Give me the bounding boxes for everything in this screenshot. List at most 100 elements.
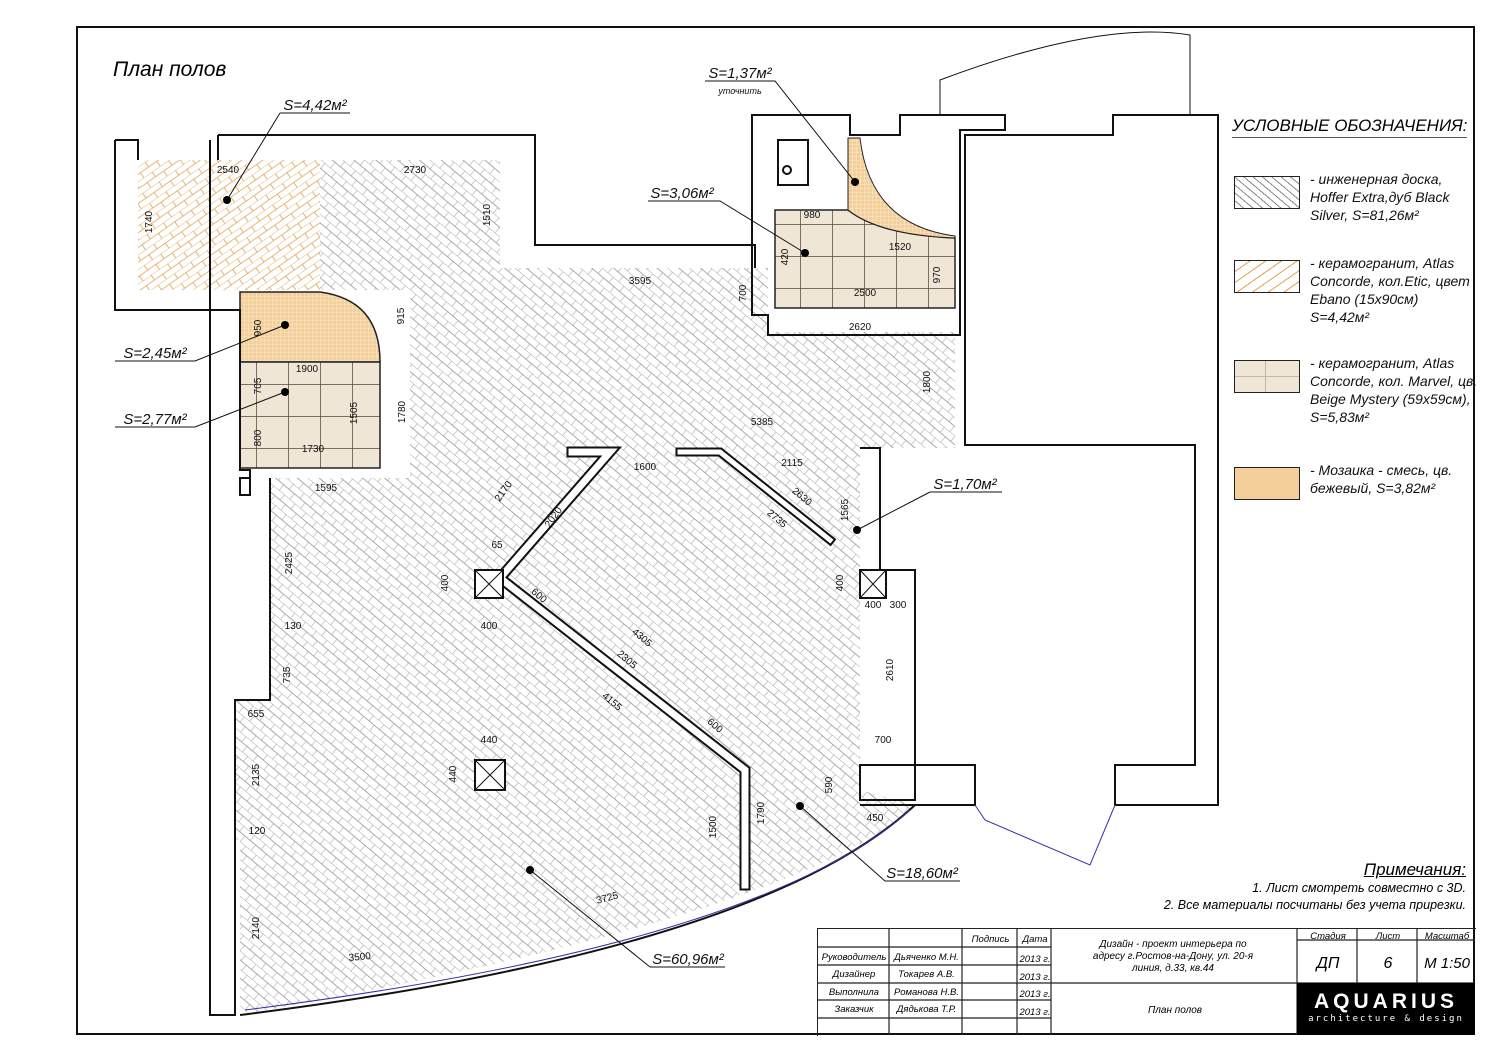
dimension-label: 2500 — [854, 288, 877, 299]
notes: Примечания: 1. Лист смотреть совместно с… — [1164, 860, 1466, 914]
dimension-label: 2115 — [781, 458, 803, 469]
leader-line — [529, 869, 725, 968]
dimension-label: 705 — [253, 377, 264, 394]
area-callout: S=3,06м² — [648, 185, 809, 257]
dimension-label: 2540 — [217, 165, 240, 176]
dimension-label: 1730 — [302, 444, 325, 455]
legend-text: - керамогранит, Atlas Concorde, кол. Mar… — [1310, 355, 1478, 425]
mosaic-floor-bathroom — [847, 137, 956, 239]
leader-dot — [796, 802, 804, 810]
dimension-label: 2610 — [885, 658, 896, 681]
leader-dot — [281, 388, 289, 396]
note-line: 2. Все материалы посчитаны без учета при… — [1163, 898, 1466, 912]
dimension-label: 1595 — [315, 483, 338, 494]
dimension-label: 2620 — [849, 322, 872, 333]
name: Дьяченко М.Н. — [894, 952, 959, 963]
dimension-label: 1740 — [144, 210, 155, 233]
leader-dot — [853, 526, 861, 534]
dimension-label: 1510 — [482, 203, 493, 226]
leader-line — [799, 805, 960, 882]
name: Романова Н.В. — [894, 987, 959, 998]
leader-line — [115, 324, 286, 362]
dimension-label: 1800 — [922, 370, 933, 393]
dimension-label: 400 — [865, 600, 882, 611]
area-callout: S=2,45м² — [115, 321, 289, 362]
date: 2013 г. — [1019, 972, 1051, 983]
scale-label: Масштаб — [1424, 931, 1470, 942]
dimension-label: 1900 — [296, 364, 319, 375]
title-block-grid — [816, 927, 1475, 1035]
note-line: 1. Лист смотреть совместно с 3D. — [1252, 881, 1466, 895]
area-label: S=3,06м² — [650, 185, 714, 202]
dimension-label: 1780 — [397, 400, 408, 423]
legend-text: - инженерная доска, Hoffer Extra,дуб Bla… — [1310, 171, 1450, 223]
dimension-label: 65 — [491, 540, 503, 551]
legend-text: - Мозаика - смесь, цв. бежевый, S=3,82м² — [1310, 462, 1453, 496]
area-label: S=2,45м² — [123, 345, 187, 362]
date: 2013 г. — [1019, 1007, 1051, 1018]
dimension-label: 440 — [448, 765, 459, 782]
dimension-label: 590 — [824, 776, 835, 793]
leader-line — [648, 200, 806, 254]
dimension-label: 700 — [738, 284, 749, 301]
dimension-label: 2730 — [404, 165, 427, 176]
area-label: S=60,96м² — [652, 951, 725, 968]
dimension-label: 1790 — [756, 801, 767, 824]
dimension-label: 655 — [248, 709, 265, 720]
leader-line — [856, 491, 1002, 531]
title-block: Подпись Дата Руководитель Дьяченко М.Н. … — [816, 927, 1476, 1036]
dimension-label: 1565 — [840, 498, 851, 521]
leader-line — [226, 112, 350, 201]
date: 2013 г. — [1019, 954, 1051, 965]
leader-line — [705, 80, 856, 183]
dimension-label: 915 — [396, 307, 407, 324]
name: Токарев А.В. — [898, 969, 955, 980]
dimension-label: 400 — [440, 574, 451, 591]
leader-dot — [851, 178, 859, 186]
sheet-label: Лист — [1375, 931, 1401, 942]
dimension-label: 450 — [867, 813, 884, 824]
name: Дядькова Т.Р. — [896, 1004, 957, 1015]
area-label: S=18,60м² — [886, 865, 959, 882]
notes-title: Примечания: — [1363, 860, 1466, 879]
ceramic-plank-floor — [138, 160, 320, 290]
dimension-label: 950 — [253, 319, 264, 336]
mosaic-swatch — [1234, 467, 1300, 500]
dimension-label: 980 — [804, 210, 821, 221]
logo-subtitle: architecture & design — [1308, 1014, 1464, 1024]
walls — [114, 31, 1219, 1016]
area-callouts: S=4,42м²S=1,37м²уточнитьS=3,06м²S=2,45м²… — [115, 65, 1002, 968]
dimension-label: 2425 — [284, 551, 295, 574]
dimension-label: 970 — [932, 266, 943, 283]
dimension-label: 1500 — [708, 815, 719, 838]
dimension-label: 300 — [890, 600, 907, 611]
area-callout: S=4,42м² — [223, 97, 350, 204]
sheet-name: План полов — [1148, 1005, 1202, 1016]
role: Дизайнер — [832, 969, 876, 980]
leader-dot — [801, 249, 809, 257]
leader-dot — [223, 196, 231, 204]
scale-value: М 1:50 — [1424, 955, 1470, 972]
parquet-floor — [235, 160, 955, 1015]
aquarius-logo: AQUARIUS architecture & design — [1297, 983, 1475, 1035]
dimension-label: 5385 — [751, 417, 774, 428]
dimension-label: 440 — [481, 735, 498, 746]
page-title: План полов — [113, 58, 227, 81]
area-label: S=2,77м² — [123, 411, 187, 428]
area-label: S=4,42м² — [283, 97, 347, 114]
area-note: уточнить — [717, 86, 762, 96]
role: Выполнила — [828, 987, 880, 998]
stage-label: Стадия — [1310, 931, 1346, 942]
col-signature: Подпись — [971, 934, 1010, 945]
dimension-label: 3595 — [629, 276, 652, 287]
area-callout: S=18,60м² — [796, 802, 960, 882]
dimension-label: 3500 — [348, 951, 372, 964]
dimension-label: 2140 — [251, 916, 262, 939]
stage-value: ДП — [1316, 955, 1340, 972]
dimension-label: 1520 — [889, 242, 912, 253]
role: Заказчик — [834, 1004, 874, 1015]
date: 2013 г. — [1019, 989, 1051, 1000]
leader-dot — [526, 866, 534, 874]
dimension-label: 130 — [285, 621, 302, 632]
